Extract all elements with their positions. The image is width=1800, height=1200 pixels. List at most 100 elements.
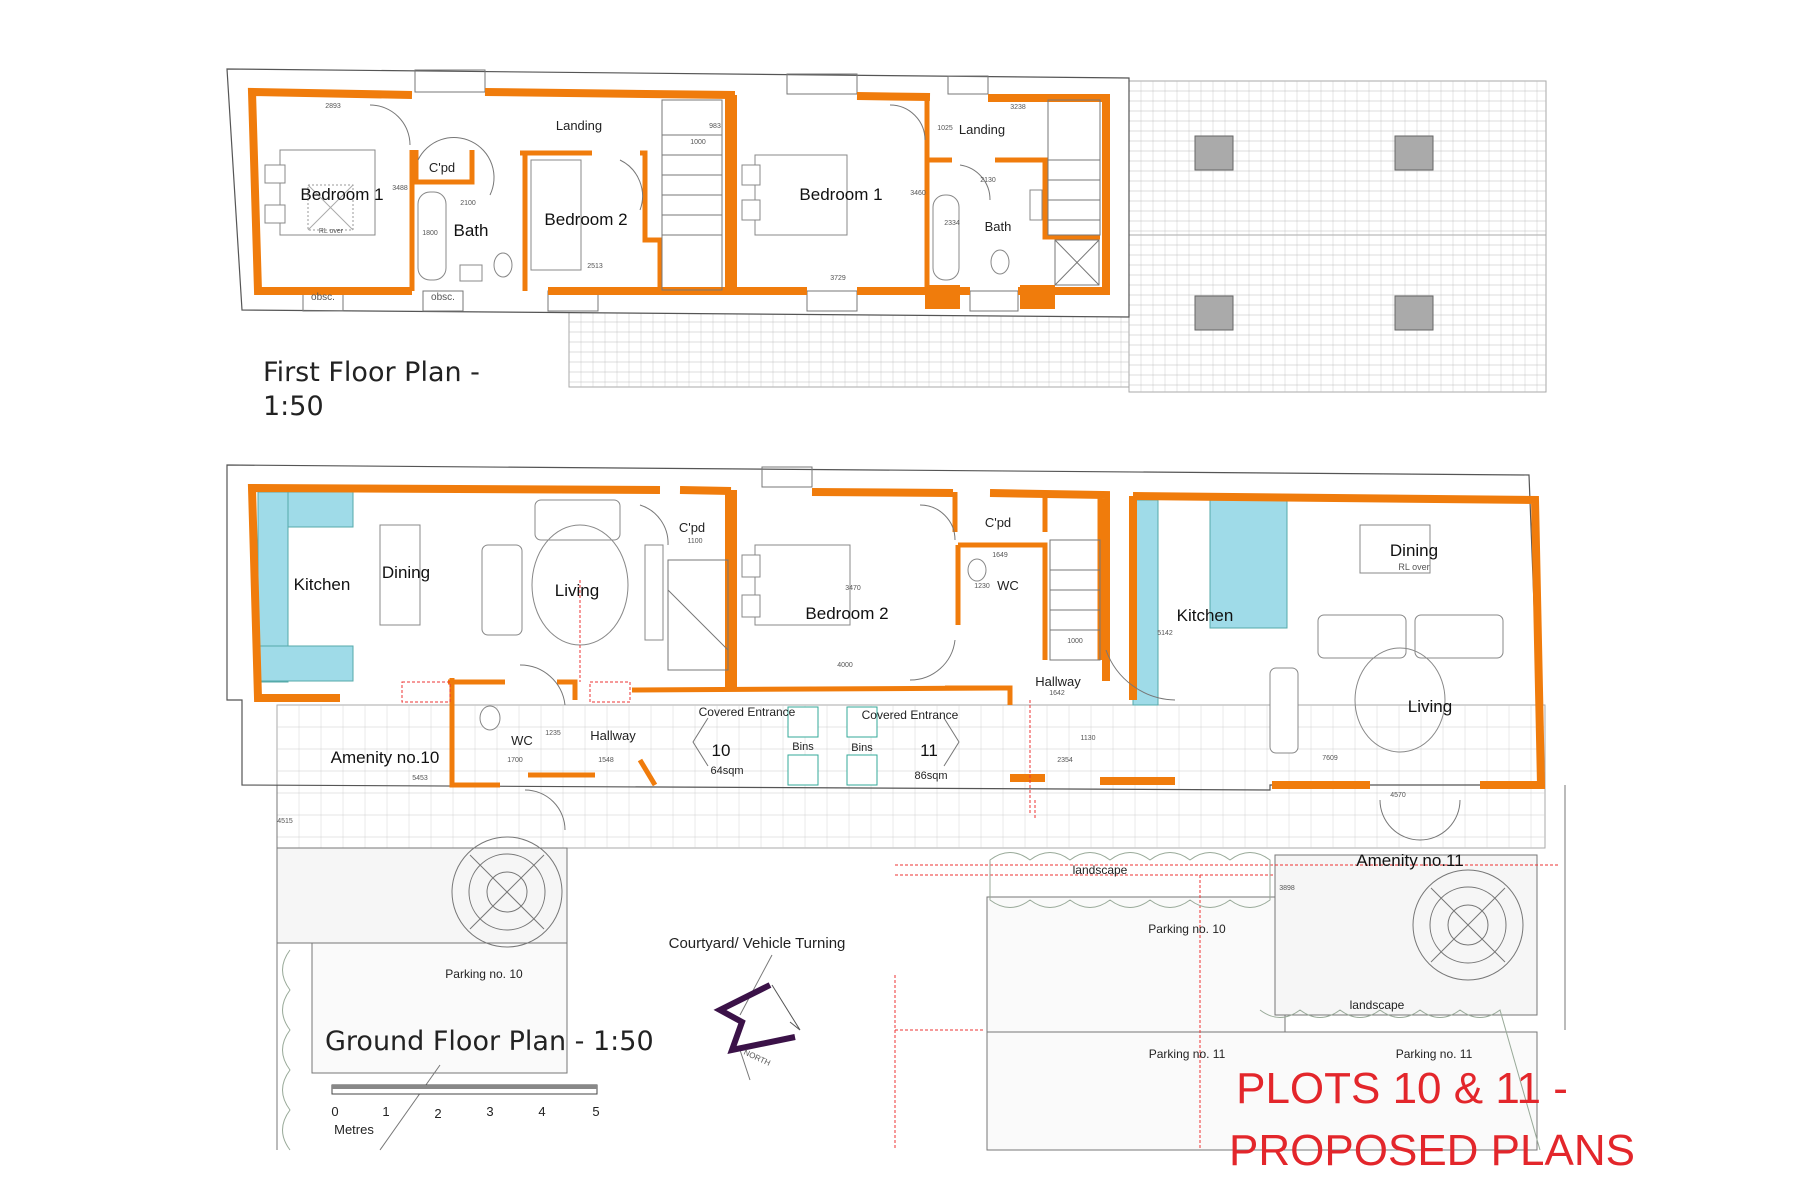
parking-label: Parking no. 10	[1148, 922, 1226, 936]
rooflight-label: RL over	[319, 228, 344, 235]
first-floor-scale: 1:50	[263, 391, 324, 422]
north-label: NORTH	[742, 1048, 772, 1068]
dimension: 4515	[277, 818, 293, 825]
roof-tiles	[568, 80, 1547, 393]
rooflight-icon	[1194, 135, 1234, 171]
scale-tick-label: 4	[538, 1104, 545, 1119]
room-label-bath: Bath	[454, 221, 489, 240]
rooflight-icon	[1394, 135, 1434, 171]
room-label-bedroom-2: Bedroom 2	[544, 210, 627, 229]
rooflight-icon	[1394, 295, 1434, 331]
bins-label: Bins	[792, 741, 814, 753]
paving-grid	[276, 704, 1546, 849]
wardrobe-icon	[644, 544, 664, 641]
room-label-cupboard: C'pd	[429, 160, 455, 175]
first-floor-plan: Bedroom 1 Landing C'pd Bath Bedroom 2 RL…	[226, 68, 1547, 422]
obscured-glazing-label: obsc.	[431, 292, 455, 303]
rug-icon	[1354, 647, 1446, 753]
dining-table-icon	[379, 524, 421, 626]
first-floor-title: First Floor Plan -	[263, 357, 480, 388]
sofa-icon	[534, 499, 621, 541]
dimension: 3238	[1010, 104, 1026, 111]
ground-floor-title: Ground Floor Plan - 1:50	[325, 1026, 654, 1057]
dimension: 2100	[460, 200, 476, 207]
bathtub-icon	[417, 191, 447, 281]
sofa-icon	[1317, 614, 1407, 659]
obscured-glazing-label: obsc.	[311, 292, 335, 303]
furniture	[379, 499, 1504, 786]
scale-tick-label: 1	[382, 1104, 389, 1119]
rotary-dryer-icon	[451, 836, 563, 948]
room-label-bedroom-1: Bedroom 1	[300, 185, 383, 204]
bed-icon	[754, 544, 851, 626]
covered-entrance-label: Covered Entrance	[699, 705, 796, 719]
room-label-dining: Dining	[1390, 541, 1438, 560]
bin-icon	[787, 754, 819, 786]
room-label-wc: WC	[997, 578, 1019, 593]
parking-label: Parking no. 11	[1396, 1047, 1473, 1061]
dimension: 2513	[587, 263, 603, 270]
dimension: 3729	[830, 275, 846, 282]
dimension: 1100	[687, 538, 702, 545]
toilet-icon	[493, 252, 513, 278]
dimension: 5142	[1157, 630, 1173, 637]
dimension: 1025	[937, 125, 953, 132]
room-label-landing: Landing	[556, 118, 602, 133]
sheet-title-line-1: PLOTS 10 & 11 -	[1236, 1064, 1568, 1113]
dimension: 2130	[980, 177, 996, 184]
dimension: 5453	[412, 775, 428, 782]
rooflight-icon	[1194, 295, 1234, 331]
furniture	[264, 149, 1043, 282]
toilet-icon	[990, 249, 1010, 275]
dimension: 1230	[974, 583, 990, 590]
first-floor-outline	[226, 68, 1130, 318]
dimension: 1000	[1067, 638, 1083, 645]
dining-table-icon	[1359, 524, 1431, 574]
bathtub-icon	[932, 194, 960, 281]
sink-icon	[1029, 189, 1043, 221]
rooflight-label: RL over	[1398, 562, 1429, 572]
dimension: 1235	[545, 730, 561, 737]
parking-label: Parking no. 11	[1149, 1047, 1226, 1061]
dimension: 2893	[325, 103, 341, 110]
room-label-hallway: Hallway	[1035, 674, 1081, 689]
scale-tick-label: 3	[486, 1104, 493, 1119]
plot-number: 11	[920, 741, 938, 760]
dimension: 983	[709, 123, 721, 130]
ground-floor-plan: Kitchen Dining Living C'pd WC Hallway Am…	[226, 464, 1566, 1151]
amenity-label: Amenity no.10	[331, 748, 440, 767]
north-arrow-icon	[713, 982, 801, 1055]
wall	[247, 87, 413, 295]
bin-icon	[846, 754, 878, 786]
room-label-kitchen: Kitchen	[1177, 606, 1234, 625]
dimension: 2354	[1057, 757, 1073, 764]
room-label-landing: Landing	[959, 122, 1005, 137]
kitchen-counter	[257, 491, 1288, 706]
room-label-cupboard: C'pd	[679, 520, 705, 535]
dimension: 7609	[1322, 755, 1338, 762]
bed-icon	[279, 149, 376, 236]
rotary-dryer-icon	[1412, 869, 1524, 981]
courtyard-label: Courtyard/ Vehicle Turning	[669, 935, 846, 952]
stairs	[661, 99, 1101, 291]
room-label-dining: Dining	[382, 563, 430, 582]
room-label-hallway: Hallway	[590, 728, 636, 743]
armchair-icon	[481, 544, 523, 636]
plot-area: 86sqm	[914, 770, 947, 782]
room-label-kitchen: Kitchen	[294, 575, 351, 594]
dimension: 2334	[944, 220, 960, 227]
dimension: 1649	[992, 552, 1008, 559]
dimension: 4570	[1390, 792, 1406, 799]
armchair-icon	[1269, 667, 1299, 754]
sheet-title-line-2: PROPOSED PLANS	[1229, 1126, 1635, 1175]
landscape-planting	[282, 852, 1541, 1151]
toilet-icon	[967, 558, 987, 582]
scale-bar	[331, 1084, 598, 1095]
dimension: 1800	[422, 230, 438, 237]
sink-icon	[459, 264, 483, 282]
dimension: 3460	[910, 190, 926, 197]
scale-tick-label: 5	[592, 1104, 599, 1119]
sofa-icon	[1414, 614, 1504, 659]
dimension: 1548	[598, 757, 614, 764]
